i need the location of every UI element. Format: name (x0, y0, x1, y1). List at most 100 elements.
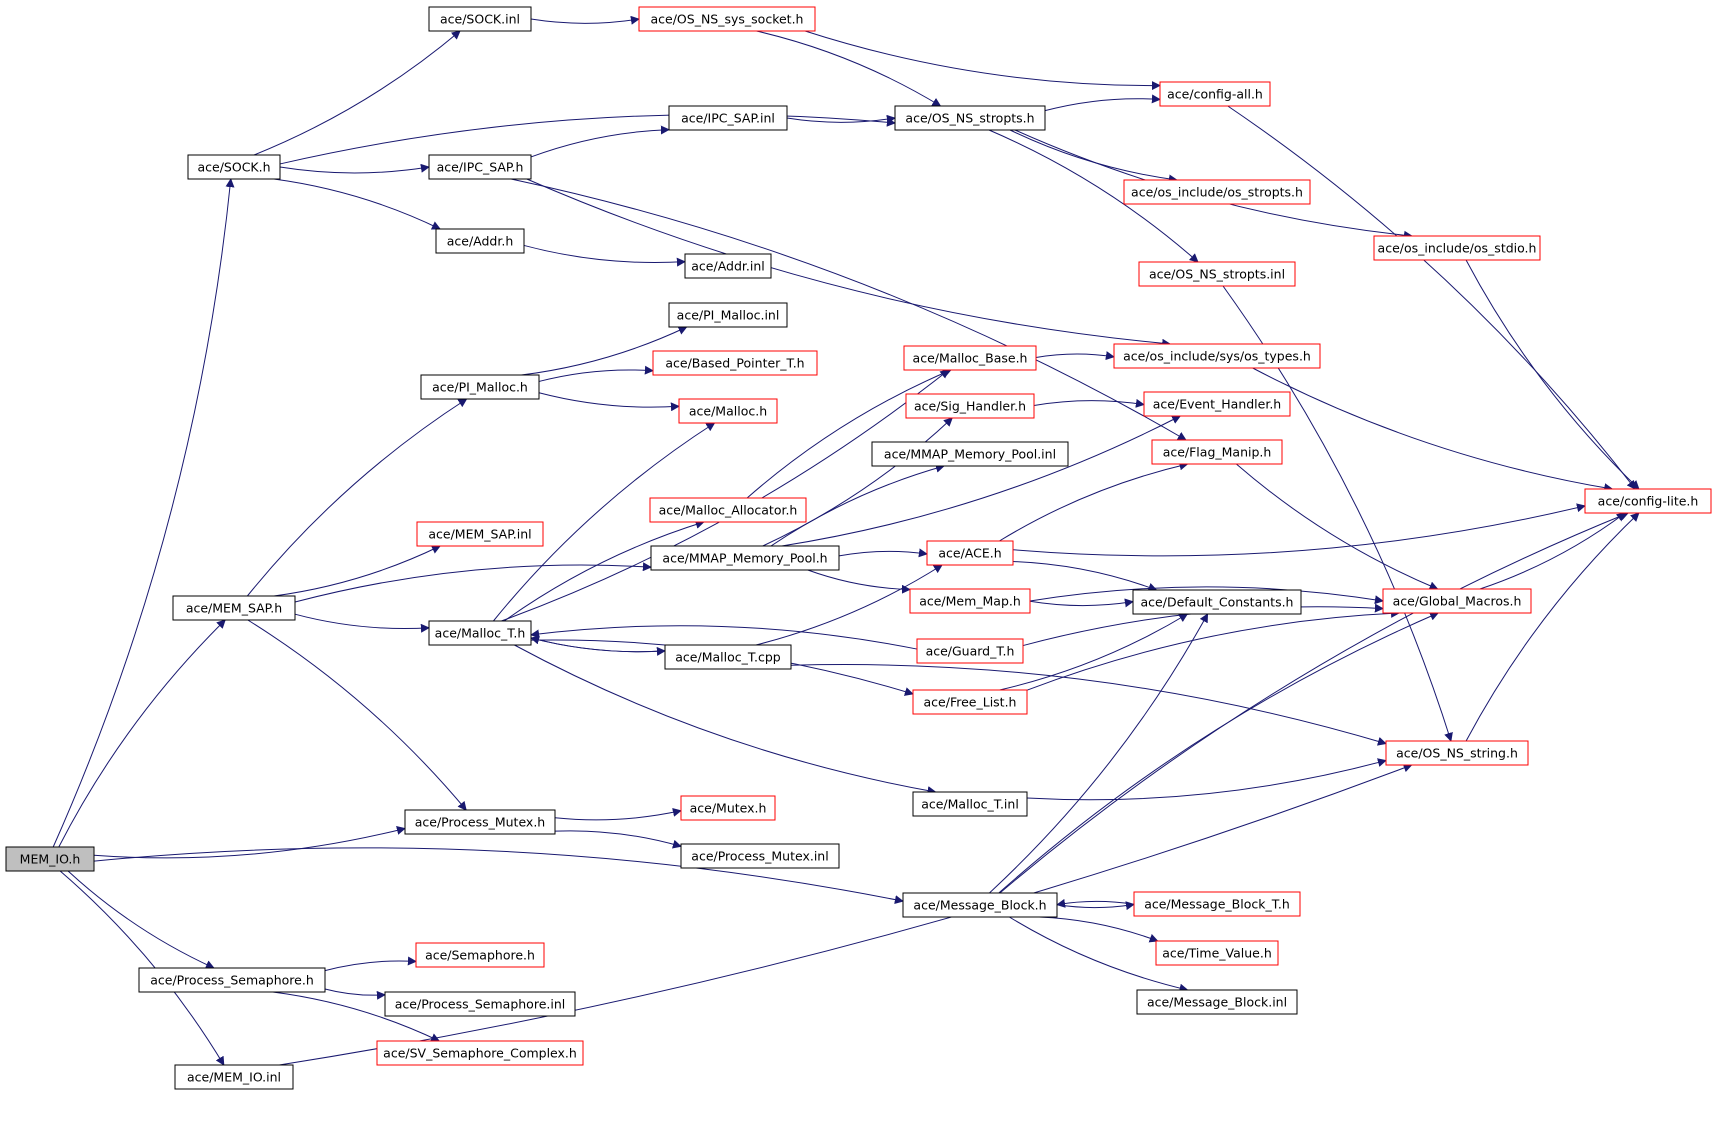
node-message-block-t-h[interactable]: ace/Message_Block_T.h (1133, 891, 1301, 917)
node-box (894, 105, 1046, 131)
node-message-block-h[interactable]: ace/Message_Block.h (902, 892, 1058, 918)
edge-mem_map_h-to-default_constants_h (1029, 598, 1134, 608)
edge-mem_io_h-to-sock_h (52, 178, 235, 848)
edge-mmap_memory_pool_h-to-event_handler_h (781, 415, 1182, 547)
edge-malloc_t_cpp-to-malloc_t_h (530, 635, 666, 653)
node-event-handler-h[interactable]: ace/Event_Handler.h (1143, 391, 1291, 417)
edge-malloc_base_h-to-os_types_h (1035, 351, 1115, 361)
node-label: ace/Process_Mutex.inl (691, 849, 828, 864)
node-malloc-allocator-h[interactable]: ace/Malloc_Allocator.h (649, 497, 807, 523)
node-malloc-h[interactable]: ace/Malloc.h (678, 398, 778, 424)
node-label: ace/SOCK.h (197, 160, 270, 175)
node-addr-h[interactable]: ace/Addr.h (435, 228, 525, 254)
node-box (905, 393, 1035, 419)
node-label: ace/MMAP_Memory_Pool.inl (884, 447, 1056, 462)
node-label: ace/Message_Block_T.h (1144, 897, 1290, 912)
node-ace-h[interactable]: ace/ACE.h (926, 540, 1014, 566)
node-os-types-h[interactable]: ace/os_include/sys/os_types.h (1113, 343, 1321, 369)
node-label: ace/MEM_SAP.h (186, 601, 282, 616)
node-label: ace/os_include/sys/os_types.h (1123, 349, 1311, 364)
edge-process_mutex_h-to-process_mutex_inl (554, 830, 682, 849)
node-addr-inl[interactable]: ace/Addr.inl (684, 253, 772, 279)
node-box (404, 809, 556, 835)
edge-os_ns_stropts_h-to-os_ns_stropts_inl (988, 129, 1199, 263)
node-process-mutex-inl[interactable]: ace/Process_Mutex.inl (680, 843, 840, 869)
node-os-include-os-stdio-h[interactable]: ace/os_include/os_stdio.h (1373, 235, 1541, 261)
node-mem-sap-h[interactable]: ace/MEM_SAP.h (172, 595, 296, 621)
node-mem-io-inl[interactable]: ace/MEM_IO.inl (174, 1064, 294, 1090)
node-label: ace/Based_Pointer_T.h (665, 356, 804, 371)
node-based-pointer-t-h[interactable]: ace/Based_Pointer_T.h (652, 350, 818, 376)
node-os-ns-stropts-inl[interactable]: ace/OS_NS_stropts.inl (1138, 261, 1296, 287)
node-box (376, 1040, 584, 1066)
node-box (912, 791, 1028, 817)
node-label: ace/MEM_IO.inl (187, 1070, 281, 1085)
node-semaphore-h[interactable]: ace/Semaphore.h (415, 942, 545, 968)
node-ipc-sap-h[interactable]: ace/IPC_SAP.h (428, 154, 532, 180)
node-mmap-memory-pool-h[interactable]: ace/MMAP_Memory_Pool.h (650, 545, 840, 571)
node-box (1113, 343, 1321, 369)
node-mmap-memory-pool-inl[interactable]: ace/MMAP_Memory_Pool.inl (871, 441, 1069, 467)
edge-malloc_t_cpp-to-os_ns_string_h (790, 664, 1387, 746)
node-label: ace/Sig_Handler.h (914, 399, 1026, 414)
node-os-ns-string-h[interactable]: ace/OS_NS_string.h (1385, 740, 1529, 766)
node-box (871, 441, 1069, 467)
node-default-constants-h[interactable]: ace/Default_Constants.h (1132, 589, 1302, 615)
edge-ace_h-to-config_lite_h (1012, 503, 1586, 557)
edge-sock_inl-to-os_ns_sys_socket_h (530, 15, 640, 25)
node-malloc-base-h[interactable]: ace/Malloc_Base.h (903, 345, 1037, 371)
node-process-semaphore-inl[interactable]: ace/Process_Semaphore.inl (384, 991, 576, 1017)
edge-message_block_h-to-message_block_t_h (1056, 901, 1135, 911)
node-time-value-h[interactable]: ace/Time_Value.h (1155, 940, 1279, 966)
node-sock-h[interactable]: ace/SOCK.h (187, 154, 281, 180)
node-malloc-t-cpp[interactable]: ace/Malloc_T.cpp (664, 644, 792, 670)
node-label: ace/IPC_SAP.inl (681, 111, 775, 126)
node-os-ns-sys-socket-h[interactable]: ace/OS_NS_sys_socket.h (638, 6, 816, 32)
node-message-block-inl[interactable]: ace/Message_Block.inl (1136, 989, 1298, 1015)
node-malloc-t-h[interactable]: ace/Malloc_T.h (428, 620, 532, 646)
node-sock-inl[interactable]: ace/SOCK.inl (428, 6, 532, 32)
node-box (1132, 589, 1302, 615)
node-box (668, 302, 788, 328)
node-config-all-h[interactable]: ace/config-all.h (1159, 81, 1271, 107)
node-process-semaphore-h[interactable]: ace/Process_Semaphore.h (138, 967, 326, 993)
node-config-lite-h[interactable]: ace/config-lite.h (1584, 488, 1712, 514)
node-free-list-h[interactable]: ace/Free_List.h (912, 689, 1028, 715)
node-guard-t-h[interactable]: ace/Guard_T.h (916, 638, 1024, 664)
edge-sig_handler_h-to-event_handler_h (1033, 398, 1145, 408)
node-os-include-os-stropts-h[interactable]: ace/os_include/os_stropts.h (1123, 179, 1311, 205)
node-process-mutex-h[interactable]: ace/Process_Mutex.h (404, 809, 556, 835)
node-box (1133, 891, 1301, 917)
node-global-macros-h[interactable]: ace/Global_Macros.h (1382, 588, 1532, 614)
node-box (5, 846, 95, 872)
node-sv-semaphore-complex-h[interactable]: ace/SV_Semaphore_Complex.h (376, 1040, 584, 1066)
edge-pi_malloc_h-to-pi_malloc_inl (521, 326, 688, 376)
edge-malloc_t_h-to-malloc_allocator_h (503, 520, 705, 622)
node-mem-map-h[interactable]: ace/Mem_Map.h (909, 588, 1031, 614)
node-box (1138, 261, 1296, 287)
node-pi-malloc-h[interactable]: ace/PI_Malloc.h (420, 374, 540, 400)
edge-message_block_t_h-to-message_block_h (1056, 898, 1135, 908)
node-box (668, 105, 788, 131)
node-mem-sap-inl[interactable]: ace/MEM_SAP.inl (416, 521, 544, 547)
node-label: ace/MEM_SAP.inl (428, 527, 531, 542)
edge-mmap_memory_pool_h-to-mmap_memory_pool_inl (770, 463, 945, 547)
node-malloc-t-inl[interactable]: ace/Malloc_T.inl (912, 791, 1028, 817)
node-ipc-sap-inl[interactable]: ace/IPC_SAP.inl (668, 105, 788, 131)
node-label: ace/Malloc_T.cpp (675, 650, 781, 665)
node-sig-handler-h[interactable]: ace/Sig_Handler.h (905, 393, 1035, 419)
node-pi-malloc-inl[interactable]: ace/PI_Malloc.inl (668, 302, 788, 328)
edge-os_types_h-to-config_lite_h (1252, 367, 1614, 493)
node-label: ace/Message_Block.h (913, 898, 1046, 913)
node-box (416, 521, 544, 547)
node-box (1155, 940, 1279, 966)
node-box (912, 689, 1028, 715)
node-mutex-h[interactable]: ace/Mutex.h (680, 795, 776, 821)
node-os-ns-stropts-h[interactable]: ace/OS_NS_stropts.h (894, 105, 1046, 131)
edge-ipc_sap_h-to-ipc_sap_inl (530, 125, 670, 158)
node-mem-io-h[interactable]: MEM_IO.h (5, 846, 95, 872)
node-box (420, 374, 540, 400)
edge-malloc_t_h-to-malloc_h (493, 422, 716, 622)
edge-mem_sap_h-to-mmap_memory_pool_h (294, 562, 652, 603)
node-flag-manip-h[interactable]: ace/Flag_Manip.h (1151, 439, 1283, 465)
